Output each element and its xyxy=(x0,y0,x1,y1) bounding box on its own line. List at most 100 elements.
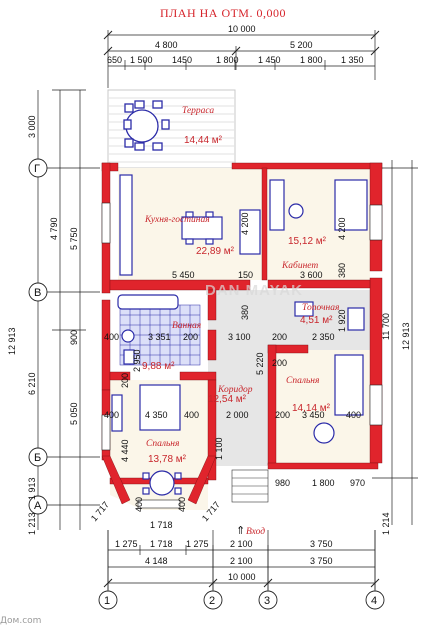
dim-top: 1 800 xyxy=(216,55,239,65)
dim-inner: 4 200 xyxy=(337,217,347,240)
room-area-bedroom-1: 14,14 м² xyxy=(292,403,331,414)
dim-bottom: 4 148 xyxy=(145,556,168,566)
axis-label-2: 2 xyxy=(209,595,215,607)
room-name-boiler: Топочная xyxy=(302,303,339,313)
room-area-kitchen: 22,89 м² xyxy=(196,246,235,257)
dim-bottom: 2 100 xyxy=(230,556,253,566)
room-name-terrace: Терраса xyxy=(182,106,214,116)
dim-bottom: 1 275 xyxy=(115,539,138,549)
dim-inner: 1 100 xyxy=(214,437,224,460)
dim-left: 3 000 xyxy=(27,115,37,138)
dim-inner: 2 950 xyxy=(132,349,142,372)
dim-inner: 200 xyxy=(120,373,130,388)
dim-left: 5 750 xyxy=(69,227,79,250)
dim-bottom: 1 718 xyxy=(150,539,173,549)
dim-left: 6 210 xyxy=(27,372,37,395)
dim-bottom: 1 275 xyxy=(186,539,209,549)
dim-inner: 3 600 xyxy=(300,270,323,280)
plan-watermark: DAN MAYAK xyxy=(205,282,303,299)
room-name-kitchen: Кухня-гостиная xyxy=(144,215,210,225)
axis-bubbles xyxy=(28,158,385,610)
dim-bottom: 3 750 xyxy=(310,556,333,566)
entrance-arrow-icon: ⇑ xyxy=(236,525,245,537)
dim-inner: 2 000 xyxy=(226,410,249,420)
dim-top: 1 500 xyxy=(130,55,153,65)
dim-bottom: 2 100 xyxy=(230,539,253,549)
dim-top: 1 450 xyxy=(258,55,281,65)
axis-label-v: В xyxy=(34,287,41,299)
dim-left: 1 913 xyxy=(27,477,37,500)
dim-inner: 400 xyxy=(346,410,361,420)
room-area-bathroom: 9,88 м² xyxy=(142,361,175,372)
dim-top: 4 800 xyxy=(155,40,178,50)
dim-inner: 980 xyxy=(275,478,290,488)
entrance-stairs xyxy=(231,469,269,503)
furniture xyxy=(111,174,368,496)
room-area-bedroom-2: 13,78 м² xyxy=(148,454,187,465)
axis-label-g: Г xyxy=(34,163,40,175)
room-area-office: 15,12 м² xyxy=(288,236,327,247)
room-name-bathroom: Ванная xyxy=(172,321,201,331)
dim-inner: 5 450 xyxy=(172,270,195,280)
dim-inner: 400 xyxy=(184,410,199,420)
terrace-table xyxy=(123,100,170,151)
dim-inner: 2 350 xyxy=(312,332,335,342)
room-name-corridor: Коридор xyxy=(217,384,253,395)
dim-inner: 380 xyxy=(240,305,250,320)
dim-top: 5 200 xyxy=(290,40,313,50)
dim-inner: 400 xyxy=(104,332,119,342)
dim-inner: 5 220 xyxy=(255,352,265,375)
dim-top-total: 10 000 xyxy=(228,24,256,34)
dim-inner: 3 450 xyxy=(302,410,325,420)
room-area-boiler: 4,51 м² xyxy=(300,315,333,326)
dim-inner: 400 xyxy=(177,497,187,512)
watermark: Дом.com xyxy=(0,616,42,626)
dim-inner: 200 xyxy=(272,332,287,342)
dim-inner: 150 xyxy=(238,270,253,280)
dim-right: 11 700 xyxy=(381,313,391,340)
dim-inner: 200 xyxy=(183,332,198,342)
dimension-ticks xyxy=(103,30,380,588)
room-name-bedroom-1: Спальня xyxy=(286,376,319,386)
dim-inner: 1 920 xyxy=(337,309,347,332)
dim-bottom-total: 10 000 xyxy=(228,572,256,582)
dim-inner: 400 xyxy=(134,497,144,512)
dim-inner: 1 718 xyxy=(150,520,173,530)
dim-bottom: 3 750 xyxy=(310,539,333,549)
dim-top: 1 350 xyxy=(341,55,364,65)
axis-label-4: 4 xyxy=(371,595,377,607)
dim-inner: 4 440 xyxy=(120,439,130,462)
dim-left: 900 xyxy=(69,330,79,345)
room-area-terrace: 14,44 м² xyxy=(184,135,223,146)
dim-right: 1 214 xyxy=(381,512,391,535)
dim-left: 5 050 xyxy=(69,402,79,425)
dim-top: 1 800 xyxy=(300,55,323,65)
dim-inner: 3 100 xyxy=(228,332,251,342)
dim-inner: 200 xyxy=(275,410,290,420)
entrance-label: Вход xyxy=(246,526,265,537)
dim-left: 4 790 xyxy=(49,217,59,240)
bathtub xyxy=(117,294,179,310)
dim-top: 1450 xyxy=(172,55,192,65)
plan-title: ПЛАН НА ОТМ. 0,000 xyxy=(160,6,286,20)
axis-label-a: А xyxy=(34,500,42,512)
axis-label-b: Б xyxy=(34,452,41,464)
room-name-bedroom-2: Спальня xyxy=(146,439,179,449)
dim-inner: 380 xyxy=(337,263,347,278)
dim-left: 1 213 xyxy=(27,512,37,535)
room-name-office: Кабинет xyxy=(281,260,318,271)
dim-inner: 4 350 xyxy=(145,410,168,420)
axis-label-3: 3 xyxy=(264,595,270,607)
dim-inner: 970 xyxy=(350,478,365,488)
dim-inner: 1 717 xyxy=(89,500,111,524)
dim-right: 12 913 xyxy=(401,322,411,350)
dim-inner: 400 xyxy=(104,410,119,420)
dim-inner: 4 200 xyxy=(240,212,250,235)
axis-label-1: 1 xyxy=(104,595,110,607)
dim-inner: 3 351 xyxy=(148,332,171,342)
dim-top: 650 xyxy=(107,55,122,65)
dim-inner: 200 xyxy=(272,358,287,368)
windows xyxy=(101,202,383,509)
dim-left: 12 913 xyxy=(7,327,17,355)
